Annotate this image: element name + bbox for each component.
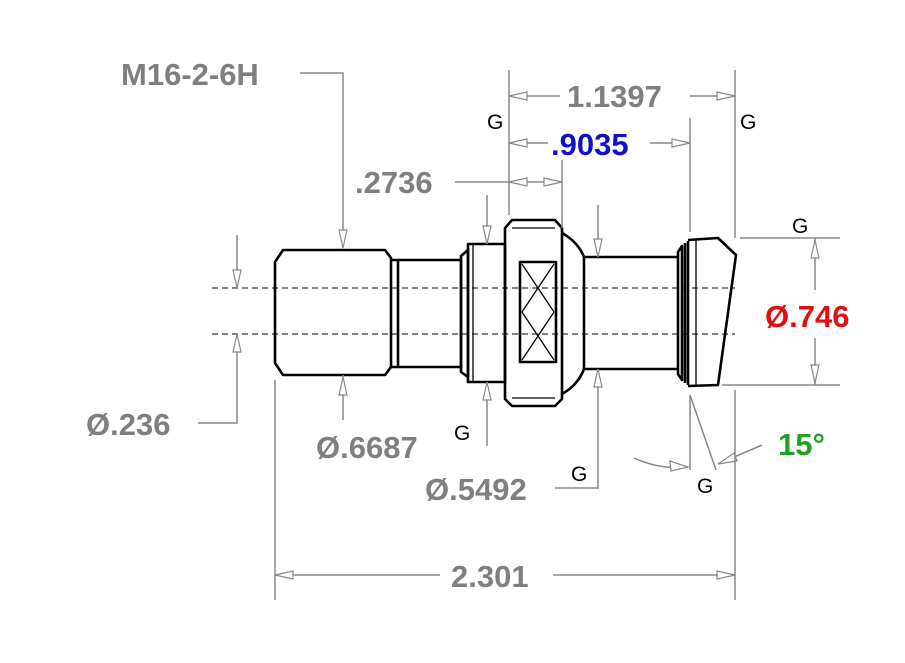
part-outline	[212, 218, 738, 408]
thread-leader	[300, 72, 344, 238]
collar-dia-label: Ø.6687	[316, 430, 418, 465]
flat-x-line	[521, 311, 555, 361]
dim-line	[555, 369, 599, 489]
gauge-mark: G	[454, 422, 470, 445]
arrowhead	[274, 570, 294, 580]
neck-section	[582, 255, 678, 371]
shank-body	[398, 258, 463, 369]
neck-dia-label: Ø.5492	[425, 472, 527, 507]
arrowhead	[338, 229, 348, 249]
overall-length-label: 2.301	[451, 559, 529, 594]
head-section	[687, 236, 738, 388]
overall-flange-label: 1.1397	[567, 79, 662, 114]
head-dia-label: Ø.746	[765, 299, 849, 334]
gauge-mark: G	[487, 111, 503, 134]
extension-line	[689, 394, 717, 471]
arrowhead	[669, 460, 691, 472]
arrowhead	[232, 269, 242, 289]
flange-section	[503, 218, 564, 408]
arrowhead	[593, 368, 603, 388]
labels: M16-2-6H 1.1397 .9035 .2736 Ø.236 Ø.6687…	[86, 57, 849, 594]
arrowhead	[671, 138, 691, 148]
wrench-flat	[518, 260, 558, 364]
arrowhead	[716, 91, 736, 101]
arrowhead	[338, 376, 348, 396]
gauge-mark: G	[740, 111, 756, 134]
thread-section	[273, 248, 393, 377]
arrowhead	[810, 364, 820, 384]
arrowhead	[593, 238, 603, 258]
arrowhead	[232, 333, 242, 353]
dimensions	[198, 70, 840, 600]
arrowhead	[482, 381, 492, 401]
arrowhead	[716, 570, 736, 580]
arrowhead	[810, 239, 820, 259]
head-rings	[676, 244, 684, 382]
angle-label: 15°	[778, 427, 825, 462]
arrowhead	[717, 452, 738, 465]
gauge-mark: G	[697, 475, 713, 498]
arrowhead	[508, 138, 528, 148]
arrowhead	[508, 177, 528, 187]
thread-label: M16-2-6H	[121, 57, 259, 92]
arrowhead	[482, 225, 492, 245]
flange-to-collar-label: .9035	[551, 127, 629, 162]
gauge-mark: G	[571, 463, 587, 486]
gauge-mark: G	[792, 215, 808, 238]
shank-length-label: .2736	[355, 165, 433, 200]
neck-fillet	[561, 231, 586, 396]
bore-dia-label: Ø.236	[86, 407, 170, 442]
arrowhead	[543, 177, 563, 187]
dim-line	[198, 334, 238, 424]
arrowhead	[508, 91, 528, 101]
shank-section	[391, 258, 400, 369]
